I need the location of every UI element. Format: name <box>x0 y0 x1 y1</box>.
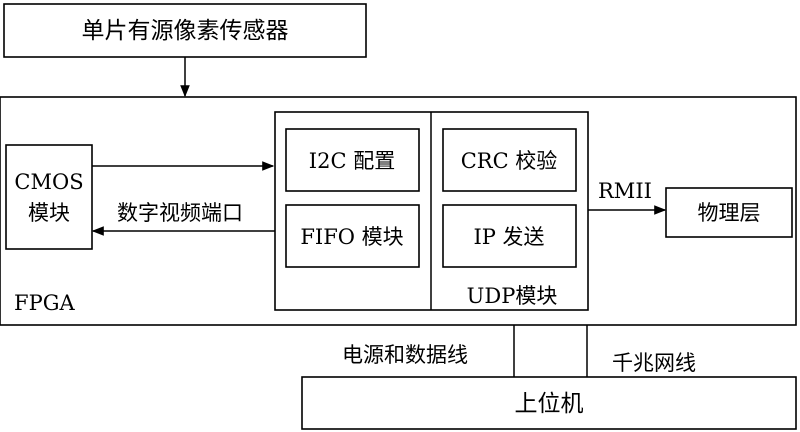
ip-send-box <box>442 204 577 268</box>
crc-check-box <box>442 128 577 192</box>
fifo-module-box <box>285 204 420 268</box>
sensor-box <box>3 3 367 58</box>
host-computer-box <box>301 376 797 430</box>
fifo-module-label: FIFO 模块 <box>300 225 403 249</box>
ip-send-label: IP 发送 <box>473 225 544 249</box>
crc-check-label: CRC 校验 <box>461 149 558 173</box>
cmos-label-line2: 模块 <box>28 201 70 225</box>
i2c-config-label: I2C 配置 <box>309 149 395 173</box>
i2c-config-box <box>285 128 420 192</box>
host-computer-label: 上位机 <box>515 391 584 417</box>
cmos-module-box <box>5 144 93 250</box>
digital-video-port-label: 数字视频端口 <box>117 201 243 225</box>
gigabit-line-label: 千兆网线 <box>612 351 696 375</box>
physical-layer-box <box>665 187 793 238</box>
physical-layer-label: 物理层 <box>698 201 761 225</box>
rmii-label: RMII <box>598 179 652 203</box>
power-data-line-label: 电源和数据线 <box>342 343 468 367</box>
udp-module-label: UDP模块 <box>467 284 558 308</box>
fpga-label: FPGA <box>14 291 75 315</box>
cmos-label-line1: CMOS <box>14 170 83 194</box>
sensor-label: 单片有源像素传感器 <box>82 18 289 44</box>
